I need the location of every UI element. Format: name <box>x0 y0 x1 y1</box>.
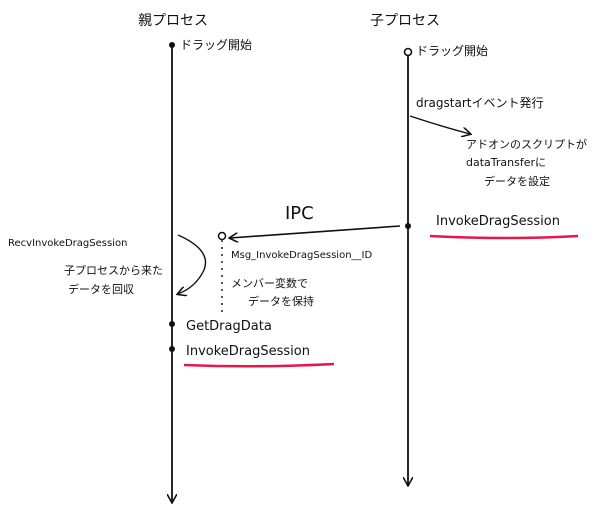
child-start-dot <box>403 47 413 57</box>
ipc-label: IPC <box>285 203 314 224</box>
message-activation-dot <box>217 231 227 241</box>
recv-curve-arrow <box>178 234 207 294</box>
parent-start-label: ドラッグ開始 <box>180 38 252 52</box>
child-invoke-label: InvokeDragSession <box>436 214 560 229</box>
addon-note-line-1: アドオンのスクリプトが <box>466 137 587 151</box>
parent-invoke-underline <box>183 362 335 368</box>
addon-note-line-3: データを設定 <box>484 174 550 188</box>
child-invoke-dot <box>405 223 411 229</box>
member-note-line-2: データを保持 <box>248 294 314 308</box>
dragstart-arrow <box>409 115 470 134</box>
member-note-line-1: メンバー変数で <box>231 276 308 290</box>
child-invoke-underline <box>429 234 579 240</box>
recv-note-line-1: 子プロセスから来た <box>64 264 163 277</box>
recv-label: RecvInvokeDragSession <box>8 238 127 249</box>
ipc-arrow <box>230 225 401 238</box>
addon-note-line-2: dataTransferに <box>466 156 546 169</box>
parent-invoke-label: InvokeDragSession <box>186 344 310 359</box>
dragstart-label: dragstartイベント発行 <box>416 96 543 110</box>
parent-title: 親プロセス <box>138 13 208 29</box>
child-title: 子プロセス <box>370 13 440 29</box>
parent-invoke-dot <box>169 346 175 352</box>
recv-note-line-2: データを回収 <box>68 282 134 296</box>
message-label: Msg_InvokeDragSession__ID <box>231 250 372 261</box>
get-drag-data-label: GetDragData <box>186 319 272 334</box>
child-start-label: ドラッグ開始 <box>416 44 488 58</box>
parent-start-dot <box>169 42 175 48</box>
get-drag-data-dot <box>169 321 175 327</box>
